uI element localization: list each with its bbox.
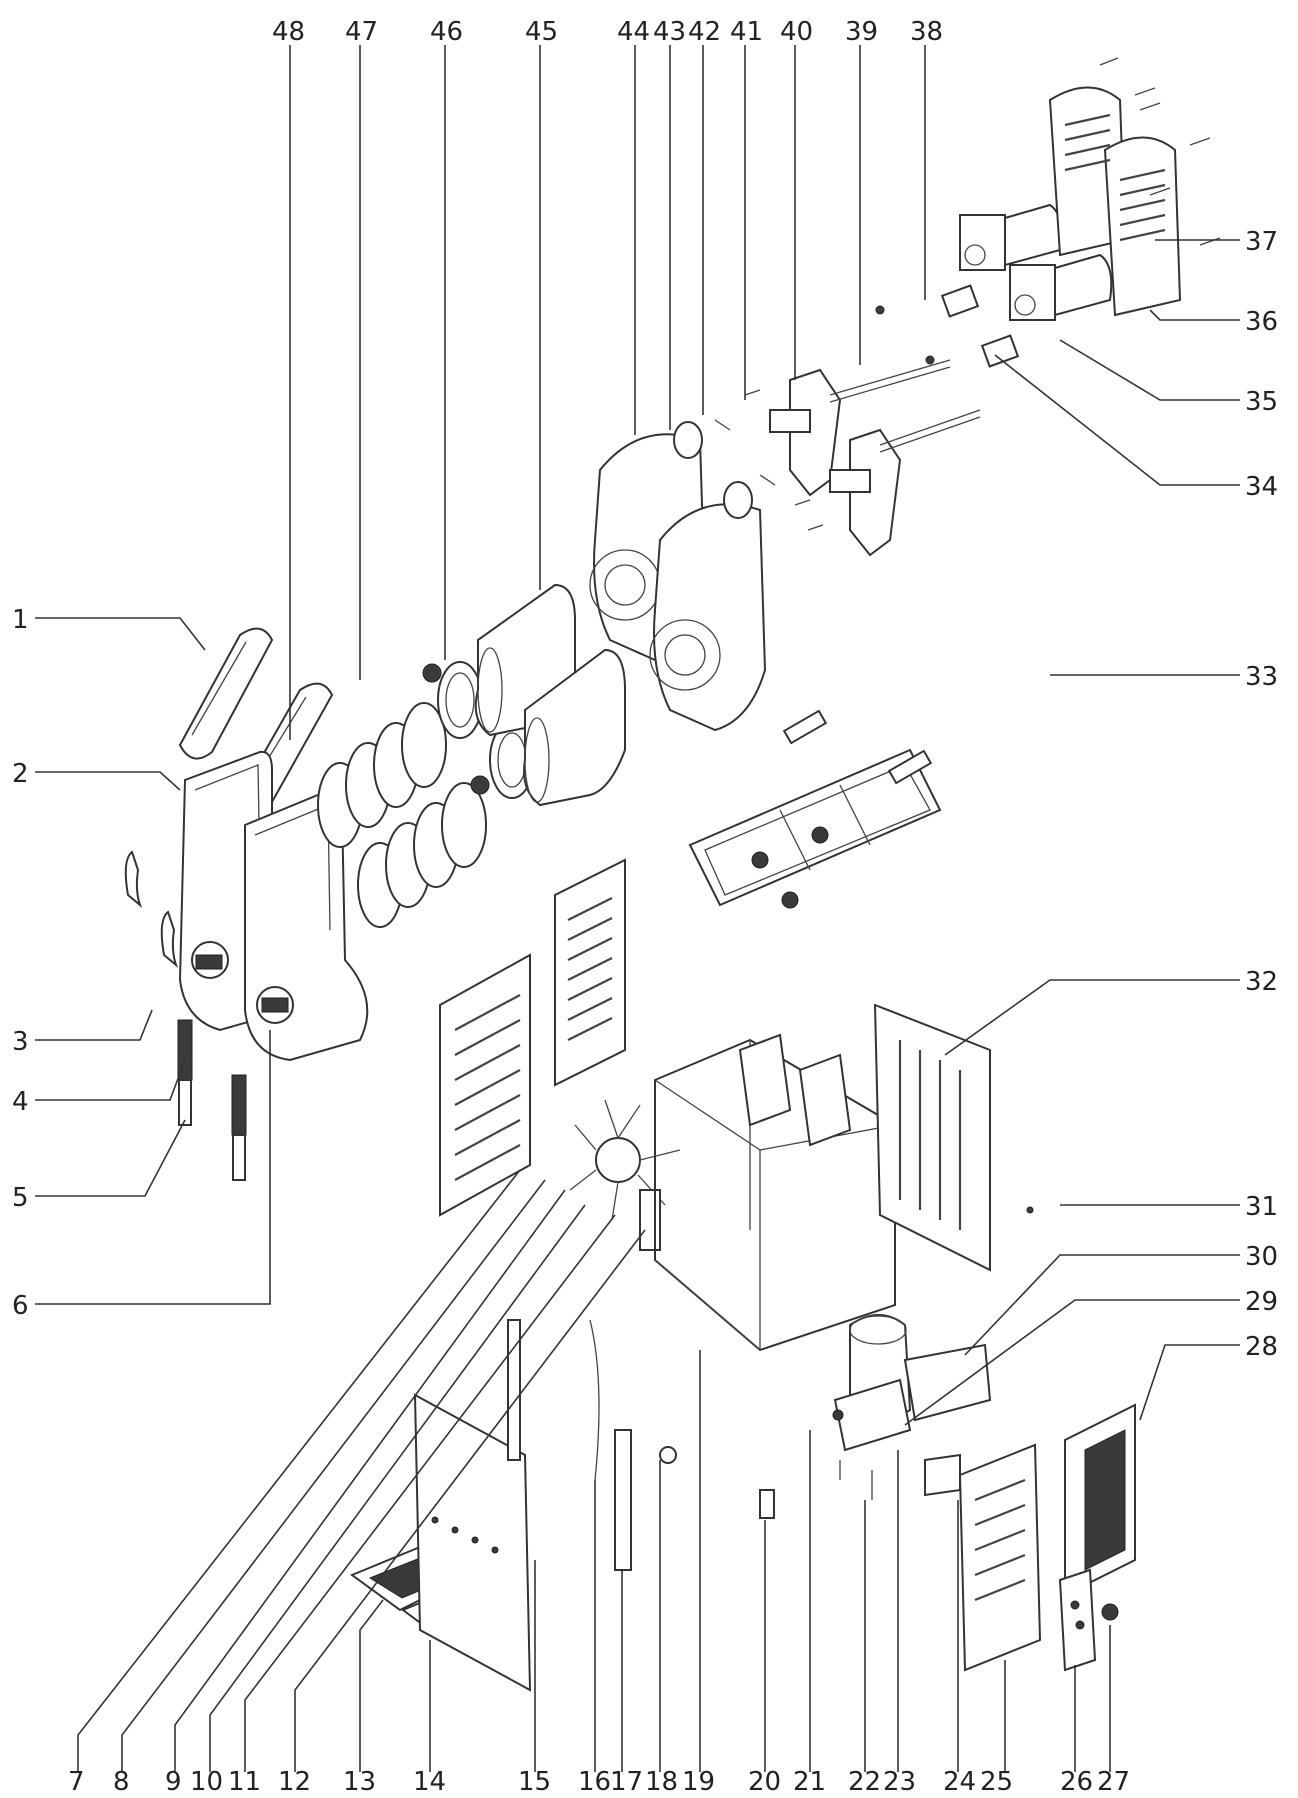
part-housings (589, 433, 767, 732)
part-gaskets-pins (673, 389, 824, 531)
callout-13: 13 (343, 1767, 376, 1797)
callout-29: 29 (1245, 1287, 1278, 1317)
callout-19: 19 (682, 1767, 715, 1797)
callout-47: 47 (345, 17, 378, 47)
part-bowls (178, 750, 369, 1062)
callout-27: 27 (1097, 1767, 1130, 1797)
part-front-panel (413, 1319, 532, 1692)
part-side-grill-fan (439, 858, 681, 1251)
callout-5: 5 (12, 1183, 29, 1213)
callout-31: 31 (1245, 1192, 1278, 1222)
part-gear-motors (959, 203, 1113, 321)
part-seals (422, 661, 535, 799)
part-electrical-box (903, 1343, 992, 1497)
callout-7: 7 (68, 1767, 85, 1797)
callout-16: 16 (578, 1767, 611, 1797)
part-compressor (832, 1314, 912, 1500)
callout-41: 41 (730, 17, 763, 47)
callout-35: 35 (1245, 387, 1278, 417)
part-couplings (940, 284, 1020, 368)
callout-6: 6 (12, 1291, 29, 1321)
callout-43: 43 (653, 17, 686, 47)
callout-labels: 48 47 46 45 44 43 42 41 40 39 38 37 36 3… (12, 17, 1278, 1797)
callout-2: 2 (12, 759, 29, 789)
callout-21: 21 (793, 1767, 826, 1797)
callout-4: 4 (12, 1087, 29, 1117)
part-top-frame (688, 709, 942, 909)
callout-26: 26 (1060, 1767, 1093, 1797)
part-bearing-plates (769, 368, 902, 557)
callout-36: 36 (1245, 307, 1278, 337)
callout-14: 14 (413, 1767, 446, 1797)
part-foot (759, 1489, 775, 1519)
callout-12: 12 (278, 1767, 311, 1797)
part-shafts (829, 305, 981, 453)
callout-11: 11 (228, 1767, 261, 1797)
callout-15: 15 (518, 1767, 551, 1797)
callout-3: 3 (12, 1027, 29, 1057)
callout-39: 39 (845, 17, 878, 47)
callout-8: 8 (113, 1767, 130, 1797)
callout-48: 48 (272, 17, 305, 47)
callout-25: 25 (980, 1767, 1013, 1797)
callout-18: 18 (645, 1767, 678, 1797)
callout-9: 9 (165, 1767, 182, 1797)
callout-22: 22 (848, 1767, 881, 1797)
callout-42: 42 (688, 17, 721, 47)
part-cylinders (474, 583, 626, 807)
part-side-panel (873, 1003, 1034, 1272)
part-springs-plungers (177, 1019, 247, 1181)
callout-46: 46 (430, 17, 463, 47)
part-augers (317, 702, 487, 928)
callout-17: 17 (610, 1767, 643, 1797)
part-pipes (589, 1319, 677, 1571)
callout-32: 32 (1245, 967, 1278, 997)
callout-1: 1 (12, 605, 29, 635)
callout-10: 10 (190, 1767, 223, 1797)
callout-20: 20 (748, 1767, 781, 1797)
callout-33: 33 (1245, 662, 1278, 692)
part-control-panel (958, 1403, 1136, 1672)
callout-45: 45 (525, 17, 558, 47)
callout-34: 34 (1245, 472, 1278, 502)
leader-lines (35, 45, 1240, 1772)
callout-40: 40 (780, 17, 813, 47)
callout-28: 28 (1245, 1332, 1278, 1362)
callout-30: 30 (1245, 1242, 1278, 1272)
callout-24: 24 (943, 1767, 976, 1797)
callout-44: 44 (617, 17, 650, 47)
callout-23: 23 (883, 1767, 916, 1797)
part-chassis (654, 1033, 896, 1352)
callout-38: 38 (910, 17, 943, 47)
part-handles (124, 850, 179, 969)
part-rear-panels (1048, 57, 1221, 317)
callout-37: 37 (1245, 227, 1278, 257)
